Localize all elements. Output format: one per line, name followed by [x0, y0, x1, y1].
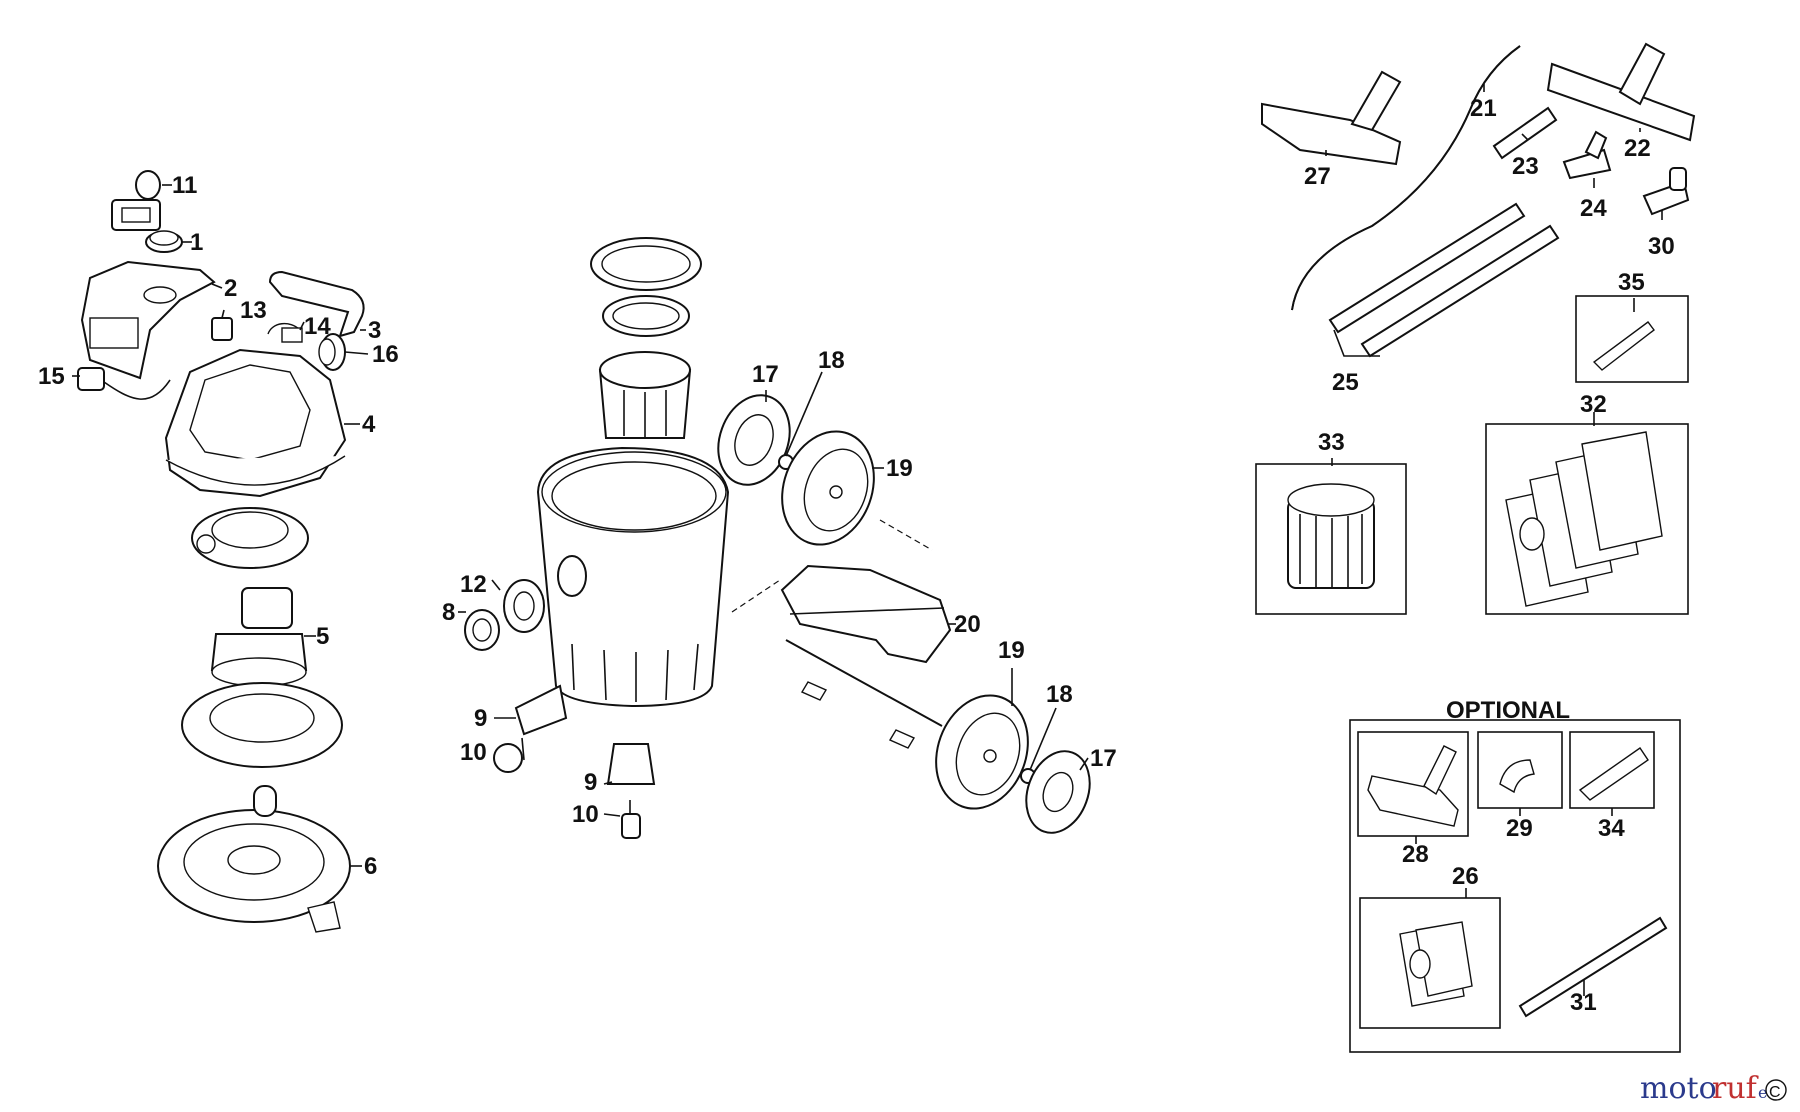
- part-24-upholstery-tool: [1562, 130, 1612, 180]
- callout-15: 15: [38, 363, 65, 390]
- callout-9a: 9: [474, 705, 487, 732]
- callout-22: 22: [1624, 135, 1651, 162]
- part-filter-ring: [191, 507, 309, 569]
- part-6-base-plate: [157, 785, 351, 933]
- part-13-switch: [211, 317, 233, 341]
- callout-9b: 9: [584, 769, 597, 796]
- part-8-clip: [464, 609, 500, 651]
- corner-circle-icon: [1765, 1079, 1787, 1101]
- part-9-caster-mount-a: [514, 684, 568, 736]
- part-axle: [785, 639, 943, 749]
- part-motor-seat: [181, 682, 343, 768]
- part-tank: [536, 446, 730, 708]
- site-watermark: moto ruf e C: [1640, 1071, 1787, 1106]
- callout-labels: 11 1 2 13 14 3 16 15 4 5 6 12 8 9 10 9 1…: [38, 95, 1675, 1016]
- callout-3: 3: [368, 317, 381, 344]
- part-31-tube: [1518, 916, 1668, 1018]
- part-2-top-cover: [80, 260, 216, 380]
- callout-23: 23: [1512, 153, 1539, 180]
- watermark-text-a: moto: [1640, 1071, 1717, 1106]
- callout-18b: 18: [1046, 681, 1073, 708]
- callout-5: 5: [316, 623, 329, 650]
- part-14-connector: [267, 323, 303, 343]
- callout-21: 21: [1470, 95, 1497, 122]
- leader-lines: [72, 84, 1663, 996]
- part-4-motor-housing: [164, 348, 347, 498]
- part-26-box: [1359, 897, 1501, 1029]
- callout-4: 4: [362, 411, 376, 438]
- callout-28: 28: [1402, 841, 1429, 868]
- part-19-wheel-bottom: [935, 694, 1029, 810]
- callout-29: 29: [1506, 815, 1533, 842]
- callout-10b: 10: [572, 801, 599, 828]
- callout-10a: 10: [460, 739, 487, 766]
- callout-18a: 18: [818, 347, 845, 374]
- callout-32: 32: [1580, 391, 1607, 418]
- callout-1: 1: [190, 229, 203, 256]
- part-17-hubcap-bottom: [1025, 750, 1091, 834]
- callout-27: 27: [1304, 163, 1331, 190]
- part-3-handle: [268, 270, 365, 338]
- callout-17b: 17: [1090, 745, 1117, 772]
- part-15-plug: [77, 367, 171, 400]
- callout-25: 25: [1332, 369, 1359, 396]
- watermark-suffix: e: [1758, 1083, 1767, 1102]
- callout-6: 6: [364, 853, 377, 880]
- callout-30: 30: [1648, 233, 1675, 260]
- part-34-box: [1569, 731, 1655, 809]
- part-filter-ring-2: [602, 295, 690, 337]
- callout-14: 14: [304, 313, 331, 340]
- callout-34: 34: [1598, 815, 1625, 842]
- callout-26: 26: [1452, 863, 1479, 890]
- callout-31: 31: [1570, 989, 1597, 1016]
- part-20-axle-housing: [780, 564, 952, 664]
- part-1-cap: [145, 230, 183, 253]
- part-gasket-ring: [590, 237, 702, 291]
- callout-2: 2: [224, 275, 237, 302]
- watermark-text-b: ruf: [1712, 1071, 1759, 1106]
- part-17-hubcap-top: [717, 394, 791, 486]
- part-12-hub: [503, 579, 545, 633]
- callout-13: 13: [240, 297, 267, 324]
- callout-11: 11: [172, 172, 197, 199]
- part-19-wheel-top: [781, 430, 875, 546]
- corner-mark: C: [1769, 1084, 1781, 1101]
- part-10-caster-b: [621, 800, 641, 839]
- part-10-caster-a: [493, 737, 525, 773]
- part-25-extension-tubes: [1328, 202, 1560, 358]
- callout-17a: 17: [752, 361, 779, 388]
- part-30-adapter: [1642, 167, 1690, 216]
- optional-heading: OPTIONAL: [1446, 697, 1570, 724]
- part-9-caster-mount-b: [606, 743, 656, 785]
- part-33-box: [1255, 463, 1407, 615]
- callout-24: 24: [1580, 195, 1607, 222]
- callout-16: 16: [372, 341, 399, 368]
- callout-19a: 19: [886, 455, 913, 482]
- part-22-floor-nozzle-wide: [1546, 42, 1696, 142]
- part-28-box: [1357, 731, 1469, 837]
- callout-33: 33: [1318, 429, 1345, 456]
- part-27-floor-nozzle: [1261, 70, 1402, 166]
- part-5-motor: [210, 587, 308, 687]
- callout-12: 12: [460, 571, 487, 598]
- part-21-hose: [1291, 45, 1521, 311]
- part-filter-cage: [598, 351, 692, 439]
- callout-8: 8: [442, 599, 455, 626]
- part-29-box: [1477, 731, 1563, 809]
- callout-20: 20: [954, 611, 981, 638]
- part-32-box: [1485, 423, 1689, 615]
- part-35-box: [1575, 295, 1689, 383]
- callout-35: 35: [1618, 269, 1645, 296]
- part-23-crevice-tool: [1492, 106, 1558, 160]
- part-11-socket-cover: [111, 170, 161, 231]
- callout-19b: 19: [998, 637, 1025, 664]
